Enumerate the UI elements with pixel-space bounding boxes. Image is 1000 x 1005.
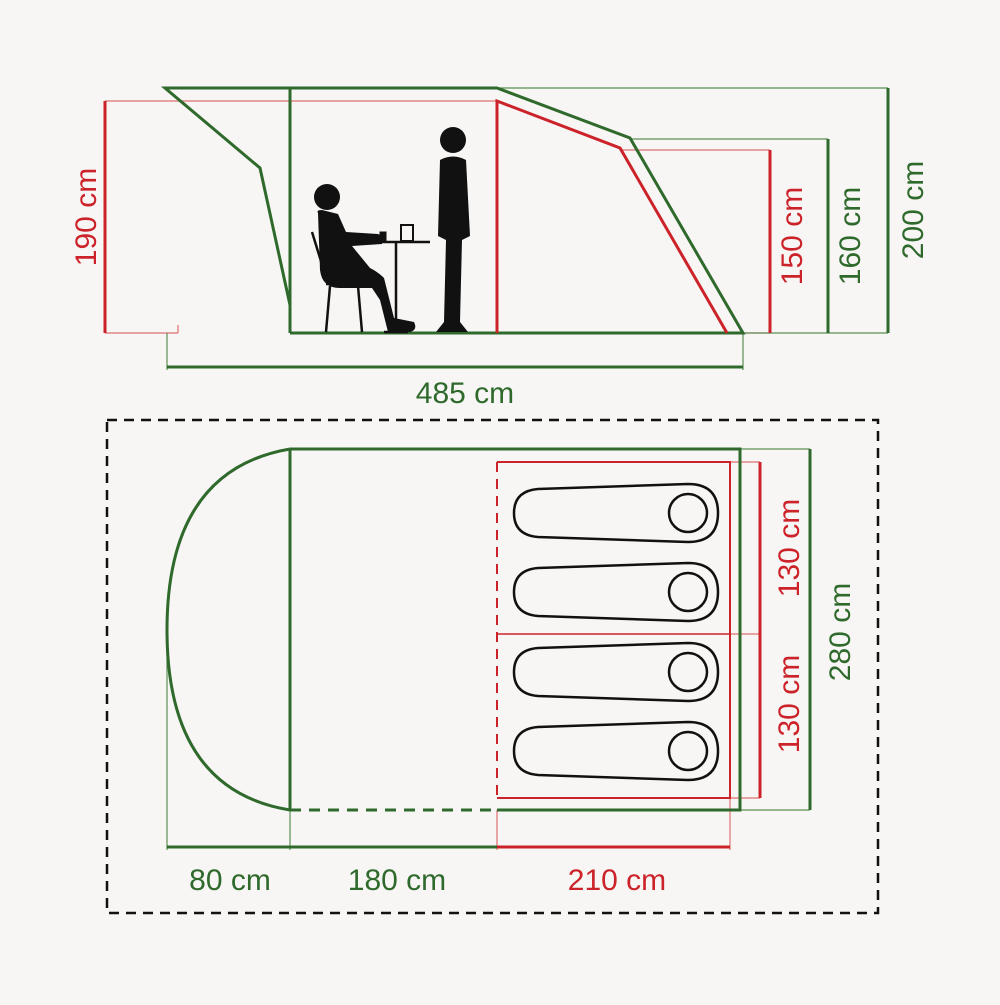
label-130cm-top: 130 cm xyxy=(773,499,806,597)
label-210cm: 210 cm xyxy=(568,864,666,897)
label-180cm: 180 cm xyxy=(348,864,446,897)
label-150cm: 150 cm xyxy=(776,187,809,285)
sleeping-bag-1 xyxy=(512,482,720,544)
sleeping-bag-4 xyxy=(512,720,720,782)
bedroom-inner-outline xyxy=(495,98,729,334)
label-190cm: 190 cm xyxy=(70,168,103,266)
porch-outline xyxy=(160,86,292,333)
label-80cm: 80 cm xyxy=(189,864,271,897)
standing-person-icon xyxy=(436,127,470,332)
tent-floor-outline xyxy=(290,447,742,812)
label-485cm: 485 cm xyxy=(416,377,514,410)
label-160cm: 160 cm xyxy=(834,187,867,285)
tent-outline xyxy=(290,86,746,335)
seated-person-icon xyxy=(314,184,416,332)
sleeping-bag-3 xyxy=(512,641,720,703)
label-200cm: 200 cm xyxy=(897,161,930,259)
sleeping-bag-2 xyxy=(512,561,720,623)
footprint-outline xyxy=(105,418,880,915)
porch-arc xyxy=(165,447,291,812)
label-280cm: 280 cm xyxy=(824,583,857,681)
floor-plan: 80 cm 180 cm 210 cm 130 cm 130 cm 280 cm xyxy=(105,418,880,915)
label-130cm-bottom: 130 cm xyxy=(773,655,806,753)
side-view: 190 cm 150 cm 160 cm 200 cm 485 cm xyxy=(70,86,930,410)
bedroom-outline xyxy=(497,461,731,799)
